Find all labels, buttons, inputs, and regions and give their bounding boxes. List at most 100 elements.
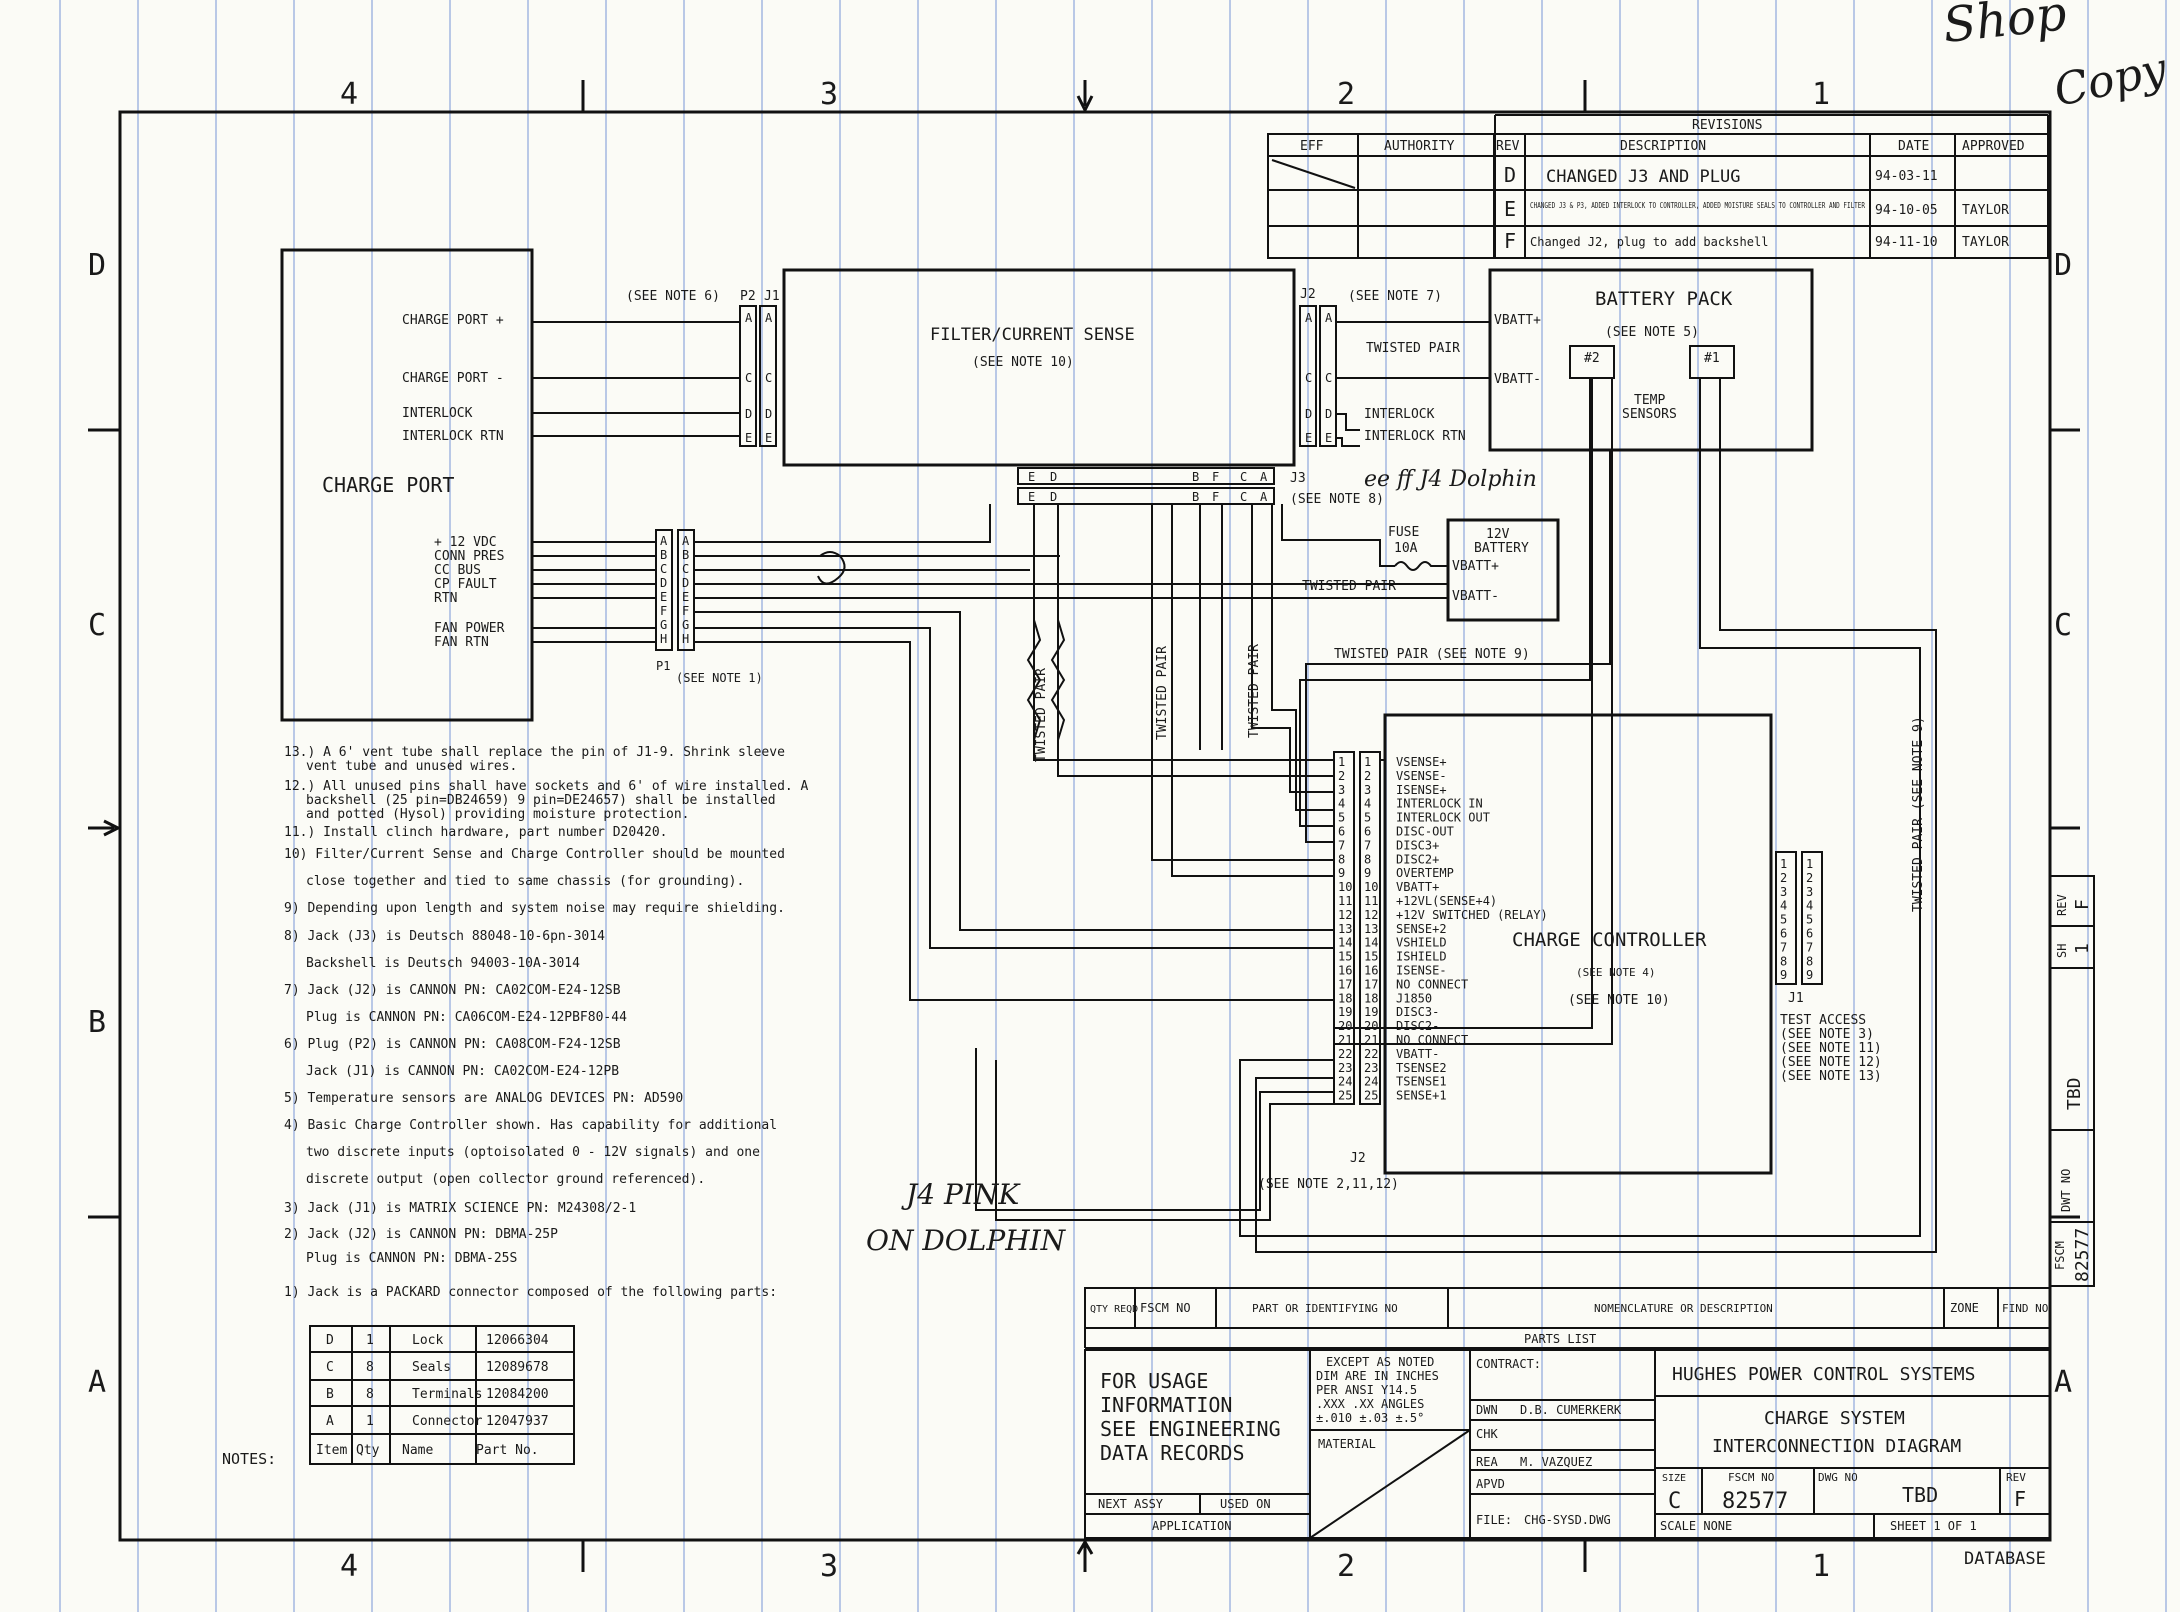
j2-pin-number: 17 xyxy=(1364,977,1378,991)
j2-pin-number: 10 xyxy=(1338,880,1352,894)
note-line: 13.) A 6' vent tube shall replace the pi… xyxy=(284,745,785,760)
rev-header-rev: REV xyxy=(1496,139,1520,154)
filter-j2-label: J2 xyxy=(1300,287,1316,302)
application: APPLICATION xyxy=(1152,1519,1231,1533)
svg-text:D: D xyxy=(765,407,772,421)
file-label: FILE: xyxy=(1476,1513,1512,1527)
fscm-label: FSCM NO xyxy=(1728,1471,1774,1484)
svg-text:E: E xyxy=(682,590,689,604)
svg-text:F: F xyxy=(660,604,667,618)
test-access-3: (SEE NOTE 11) xyxy=(1780,1041,1882,1056)
note-line: 8) Jack (J3) is Deutsch 88048-10-6pn-301… xyxy=(284,929,605,944)
twisted-pair-label-3: TWISTED PAIR xyxy=(1247,644,1262,738)
side-block-grid xyxy=(2049,875,2095,1287)
notes-block: 13.) A 6' vent tube shall replace the pi… xyxy=(284,745,809,1300)
j2-signal-label: TSENSE1 xyxy=(1396,1075,1447,1089)
j2-pin-number: 25 xyxy=(1364,1089,1378,1103)
usage-line-2: INFORMATION xyxy=(1100,1393,1232,1417)
filter-connectors xyxy=(739,305,1337,505)
j2-signal-label: VSHIELD xyxy=(1396,936,1447,950)
controller-j2-label: J2 xyxy=(1350,1151,1366,1166)
j2-pin-number: 18 xyxy=(1364,991,1378,1005)
handwritten-copy: Copy xyxy=(2050,43,2172,117)
note-line: Backshell is Deutsch 94003-10A-3014 xyxy=(306,956,580,971)
j1-pin-number: 9 xyxy=(1806,968,1813,982)
svg-text:D: D xyxy=(1050,470,1057,484)
j2-signal-label: TSENSE2 xyxy=(1396,1061,1447,1075)
parts-list-title: PARTS LIST xyxy=(1524,1332,1596,1346)
rev-row-e-rev: E xyxy=(1504,197,1516,221)
svg-text:A: A xyxy=(660,534,668,548)
note-line: backshell (25 pin=DB24659) 9 pin=DE24657… xyxy=(306,793,776,808)
packard-cell: 12089678 xyxy=(486,1360,549,1375)
database-label: DATABASE xyxy=(1964,1549,2046,1569)
rea-name: M. VAZQUEZ xyxy=(1520,1455,1592,1469)
j1-pin-number: 2 xyxy=(1806,871,1813,885)
apvd-label: APVD xyxy=(1476,1477,1505,1491)
note-line: 11.) Install clinch hardware, part numbe… xyxy=(284,825,668,840)
zone-col-1-bottom: 1 xyxy=(1812,1549,1830,1584)
packard-cell: 1 xyxy=(366,1333,374,1348)
rev-header-eff: EFF xyxy=(1300,139,1324,154)
j2-pin-number: 15 xyxy=(1338,950,1352,964)
zone-row-C-left: C xyxy=(88,608,106,643)
svg-text:D: D xyxy=(1305,407,1312,421)
cp-pin-interlock-rtn: INTERLOCK RTN xyxy=(402,429,504,444)
cp-pin-cp-fault: CP FAULT xyxy=(434,577,497,592)
filter-title: FILTER/CURRENT SENSE xyxy=(930,325,1135,345)
twisted-pair-note9: TWISTED PAIR (SEE NOTE 9) xyxy=(1334,647,1530,662)
controller-title: CHARGE CONTROLLER xyxy=(1512,929,1707,951)
j1-pin-number: 5 xyxy=(1780,913,1787,927)
j2-signal-label: VBATT- xyxy=(1396,1047,1439,1061)
zone-ticks xyxy=(88,80,2080,1572)
controller-note10: (SEE NOTE 10) xyxy=(1568,993,1670,1008)
battery-interlock: INTERLOCK xyxy=(1364,407,1435,422)
j2-pin-number: 14 xyxy=(1338,936,1352,950)
rev-row-e-approved: TAYLOR xyxy=(1962,203,2009,218)
j2-signal-label: OVERTEMP xyxy=(1396,866,1454,880)
size-value: C xyxy=(1668,1489,1681,1514)
zone-col-1-top: 1 xyxy=(1812,77,1830,112)
packard-table-grid xyxy=(309,1325,575,1465)
packard-cell: Lock xyxy=(412,1333,443,1348)
j2-signal-label: VSENSE+ xyxy=(1396,755,1447,769)
file-name: CHG-SYSD.DWG xyxy=(1524,1513,1611,1527)
j1-pin-number: 2 xyxy=(1780,871,1787,885)
rev-row-e-date: 94-10-05 xyxy=(1875,203,1938,218)
j1-pin-number: 4 xyxy=(1780,899,1787,913)
svg-text:F: F xyxy=(1212,470,1219,484)
filter-current-sense-box xyxy=(782,268,1296,467)
controller-note4: (SEE NOTE 4) xyxy=(1576,966,1655,979)
j2-pin-number: 5 xyxy=(1364,811,1371,825)
usage-line-4: DATA RECORDS xyxy=(1100,1441,1245,1465)
j2-pin-number: 12 xyxy=(1364,908,1378,922)
rev-row-d-rev: D xyxy=(1504,163,1516,187)
packard-cell: D xyxy=(326,1333,334,1348)
twisted-pair-note9-vertical: TWISTED PAIR (SEE NOTE 9) xyxy=(1911,716,1926,912)
note-line: 10) Filter/Current Sense and Charge Cont… xyxy=(284,847,785,862)
note-line: discrete output (open collector ground r… xyxy=(306,1172,705,1187)
zone-markers: 4 3 2 1 4 3 2 1 D C B A D C A xyxy=(88,77,2072,1584)
except-2: DIM ARE IN INCHES xyxy=(1316,1369,1439,1383)
j2-pin-number: 14 xyxy=(1364,936,1378,950)
side-fscm-label: FSCM xyxy=(2053,1241,2067,1270)
note-line: Jack (J1) is CANNON PN: CA02COM-E24-12PB xyxy=(306,1064,619,1079)
svg-text:C: C xyxy=(1325,371,1332,385)
svg-text:D: D xyxy=(660,576,667,590)
packard-header: Name xyxy=(402,1443,433,1458)
fuse-label: FUSE xyxy=(1388,525,1419,540)
side-sh-value: 1 xyxy=(2072,943,2093,954)
parts-nomenclature: NOMENCLATURE OR DESCRIPTION xyxy=(1594,1302,1773,1315)
rea-label: REA xyxy=(1476,1455,1498,1469)
j2-pin-number: 15 xyxy=(1364,950,1378,964)
j2-pin-number: 8 xyxy=(1364,852,1371,866)
j2-signal-label: +12VL(SENSE+4) xyxy=(1396,894,1497,908)
j2-pin-number: 4 xyxy=(1364,797,1371,811)
test-access-5: (SEE NOTE 13) xyxy=(1780,1069,1882,1084)
contract-label: CONTRACT: xyxy=(1476,1357,1541,1371)
svg-text:E: E xyxy=(1028,490,1035,504)
except-4: .XXX .XX ANGLES xyxy=(1316,1397,1424,1411)
j2-pin-number: 3 xyxy=(1338,783,1345,797)
